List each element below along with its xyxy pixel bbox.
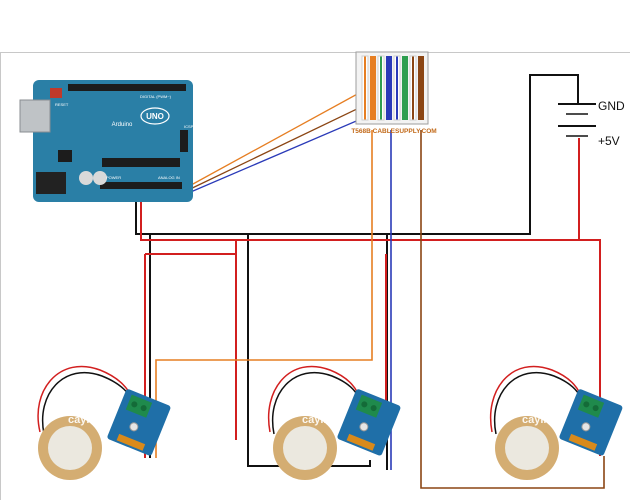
terminal-block-1 [125, 394, 153, 418]
arduino-brand-script: Arduino [112, 122, 133, 128]
sensor-1-watermark: cayintr [68, 414, 105, 426]
arduino-power-text: POWER [106, 175, 121, 180]
connector-caption: T568B CABLESUPPLY.COM [351, 128, 436, 135]
icsp-header [180, 130, 188, 152]
sensor-module-1 [107, 389, 171, 456]
vcc-label: +5V [598, 134, 620, 148]
capacitor-2 [93, 171, 107, 185]
piezo-sensor-3: cayintr [489, 365, 623, 480]
rj45-connector: T568B CABLESUPPLY.COM [351, 51, 437, 135]
sensor3-signal-wire [420, 130, 605, 489]
analog-header [100, 182, 182, 189]
capacitor-1 [79, 171, 93, 185]
pin-header-3 [568, 433, 598, 451]
sensor-module-3 [559, 389, 623, 456]
sensor-module-2 [337, 389, 401, 456]
usb-port [19, 99, 51, 133]
signal-wire-brown [183, 95, 385, 193]
arduino-brand: UNO [146, 112, 164, 121]
frame-left-border [0, 52, 1, 500]
gnd-label: GND [598, 99, 625, 113]
terminal-block-3 [577, 394, 605, 418]
potentiometer-2 [359, 422, 369, 432]
pin-header-1 [116, 433, 146, 451]
uno-logo-ring [140, 107, 170, 125]
power-jack [36, 172, 66, 194]
potentiometer-3 [581, 422, 591, 432]
regulator [58, 150, 72, 162]
signal-wire-orange [181, 85, 373, 191]
frame-top-border [0, 52, 630, 53]
arduino-digital-text: DIGITAL (PWM~) [140, 94, 172, 99]
sensor-3-watermark: cayintr [522, 414, 559, 426]
terminal-block-2 [355, 394, 383, 418]
sensor-2-watermark: cayintr [302, 414, 339, 426]
pin-header-2 [346, 433, 376, 451]
reset-button [50, 88, 62, 98]
arduino-board: UNO Arduino RESET DIGITAL (PWM~) ICSP PO… [19, 80, 194, 202]
arduino-analog-text: ANALOG IN [158, 175, 180, 180]
arduino-reset-text: RESET [55, 102, 69, 107]
battery-symbol [558, 103, 596, 137]
arduino-icsp-text: ICSP [184, 124, 194, 129]
potentiometer-1 [129, 422, 139, 432]
piezo-sensor-1: cayintr [37, 365, 171, 480]
digital-header [68, 84, 186, 91]
vcc-wire [140, 138, 601, 458]
atmega-chip [102, 158, 180, 167]
piezo-sensor-2: cayintr [267, 365, 401, 480]
